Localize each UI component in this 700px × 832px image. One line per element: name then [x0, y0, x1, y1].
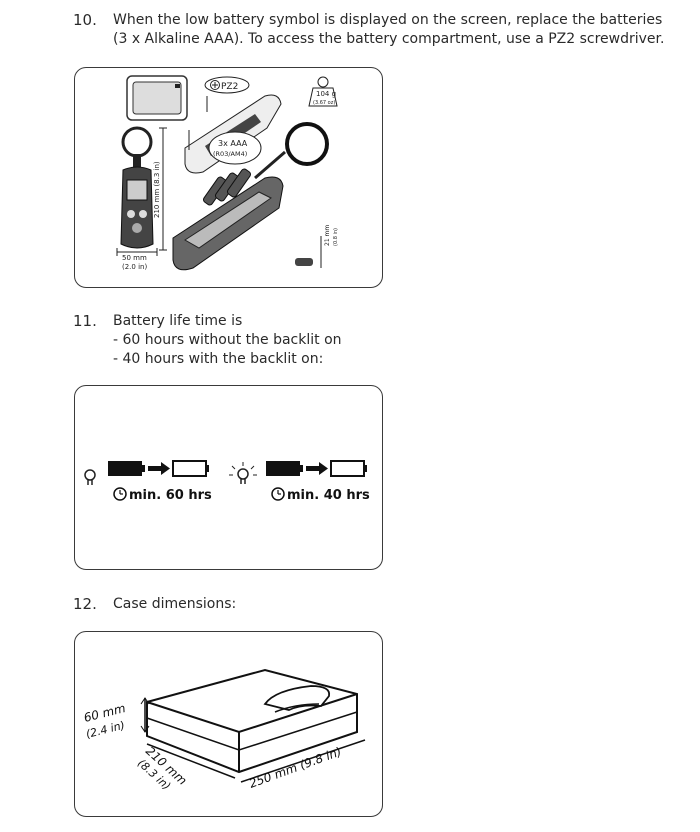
battery-replacement-figure: 210 mm (8.3 in) 50 mm (2.0 in) PZ2 104 g…	[74, 67, 383, 288]
battery-code: (R03/AM4)	[213, 150, 247, 158]
step-11-line-3: - 40 hours with the backlit on:	[113, 351, 324, 367]
full-battery-icon-2	[266, 461, 303, 476]
full-battery-icon	[108, 461, 145, 476]
carrying-case	[146, 668, 358, 774]
step-12-text: Case dimensions:	[113, 595, 236, 614]
battery-type: 3x AAA	[218, 139, 248, 148]
low-battery-screen-icon	[126, 75, 188, 121]
bulb-on-icon	[229, 462, 257, 484]
step-12-number: 12.	[73, 595, 97, 613]
step-12-line-1: Case dimensions:	[113, 596, 237, 612]
bulb-off-icon	[84, 469, 96, 485]
step-10-number: 10.	[73, 11, 97, 29]
meter-body-open	[172, 122, 329, 271]
empty-battery-icon	[172, 460, 209, 477]
step-12: 12. Case dimensions:	[73, 595, 673, 615]
weight-ounces: (3.67 oz)	[313, 100, 335, 106]
battery-callout: 3x AAA (R03/AM4)	[208, 131, 262, 165]
weight-icon: 104 g (3.67 oz)	[308, 76, 338, 107]
step-10-line-2: (3 x Alkaline AAA). To access the batter…	[113, 31, 665, 47]
step-10-line-1: When the low battery symbol is displayed…	[113, 12, 663, 28]
empty-battery-icon-2	[330, 460, 367, 477]
arrow-right-icon	[148, 462, 170, 475]
depth-dimension: 21 mm (0.8 in)	[295, 225, 339, 268]
step-11-text: Battery life time is - 60 hours without …	[113, 312, 342, 369]
arrow-right-icon-2	[306, 462, 328, 475]
case-height-dimension: 60 mm (2.4 in)	[82, 697, 150, 741]
height-dimension: 210 mm (8.3 in)	[153, 127, 167, 251]
case-dimensions-figure: 60 mm (2.4 in) 210 mm (8.3 in) 250 mm (9…	[74, 631, 383, 817]
meter-front-view	[120, 126, 154, 249]
clock-icon-2	[271, 487, 285, 501]
screwdriver-badge: PZ2	[204, 76, 250, 94]
weight-grams: 104 g	[316, 90, 336, 98]
step-11-number: 11.	[73, 312, 97, 330]
height-label: 210 mm (8.3 in)	[153, 161, 161, 218]
batteries	[202, 168, 252, 206]
battery-time-off: min. 60 hrs	[129, 488, 212, 503]
depth-label-in: (0.8 in)	[333, 228, 339, 246]
case-illustration: 60 mm (2.4 in) 210 mm (8.3 in) 250 mm (9…	[82, 668, 366, 793]
battery-replacement-illustration: 210 mm (8.3 in) 50 mm (2.0 in) PZ2 104 g…	[116, 75, 339, 271]
step-11-line-1: Battery life time is	[113, 313, 243, 329]
battery-time-on: min. 40 hrs	[287, 488, 370, 503]
clock-icon	[113, 487, 127, 501]
step-10: 10. When the low battery symbol is displ…	[73, 11, 673, 51]
width-label-in: (2.0 in)	[122, 263, 147, 271]
screwdriver-label: PZ2	[221, 82, 238, 92]
battery-life-illustration: min. 60 hrs min. 40 hrs	[84, 460, 370, 503]
step-11: 11. Battery life time is - 60 hours with…	[73, 312, 673, 372]
battery-life-figure: min. 60 hrs min. 40 hrs	[74, 385, 383, 570]
step-10-text: When the low battery symbol is displayed…	[113, 11, 664, 49]
depth-label-mm: 21 mm	[324, 225, 331, 246]
width-label-mm: 50 mm	[122, 254, 147, 262]
step-11-line-2: - 60 hours without the backlit on	[113, 332, 342, 348]
width-dimension: 50 mm (2.0 in)	[116, 248, 158, 271]
